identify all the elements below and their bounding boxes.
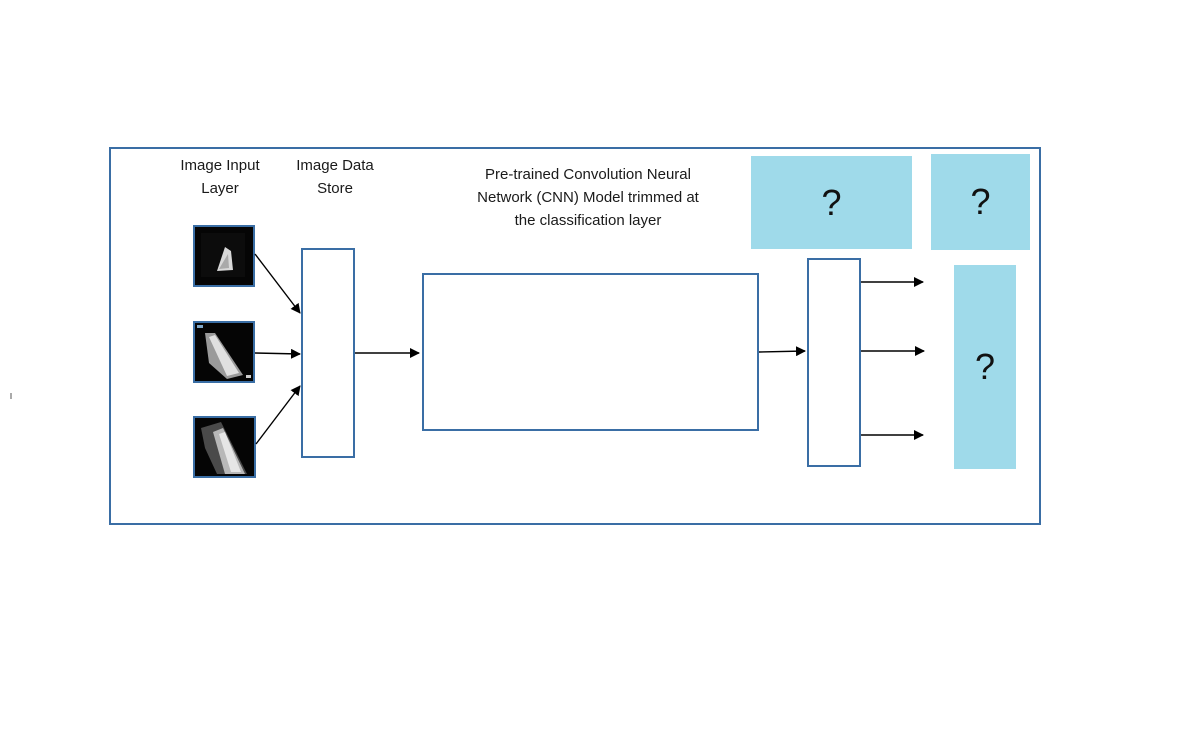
unknown-box-output: ? bbox=[954, 265, 1016, 469]
arrow-image2-to-store bbox=[254, 348, 301, 359]
arrow-image1-to-store bbox=[254, 253, 301, 314]
input-image-2-graphic bbox=[195, 323, 253, 381]
image-data-store-label: Image Data Store bbox=[296, 157, 374, 197]
input-image-3-graphic bbox=[195, 418, 254, 476]
classifier-box bbox=[807, 258, 861, 467]
cnn-model-box bbox=[422, 273, 759, 431]
image-data-store-box bbox=[301, 248, 355, 458]
cnn-model-label: Pre-trained Convolution Neural Network (… bbox=[477, 166, 699, 229]
input-image-2 bbox=[193, 321, 255, 383]
arrow-cnn-to-classifier bbox=[758, 346, 806, 357]
unknown-box-top-left: ? bbox=[751, 156, 912, 249]
input-image-1-graphic bbox=[195, 227, 253, 285]
image-input-layer-label: Image Input Layer bbox=[180, 157, 260, 197]
input-image-3 bbox=[193, 416, 256, 478]
unknown-box-top-right: ? bbox=[931, 154, 1030, 250]
input-image-1 bbox=[193, 225, 255, 287]
arrow-image3-to-store bbox=[255, 385, 301, 445]
